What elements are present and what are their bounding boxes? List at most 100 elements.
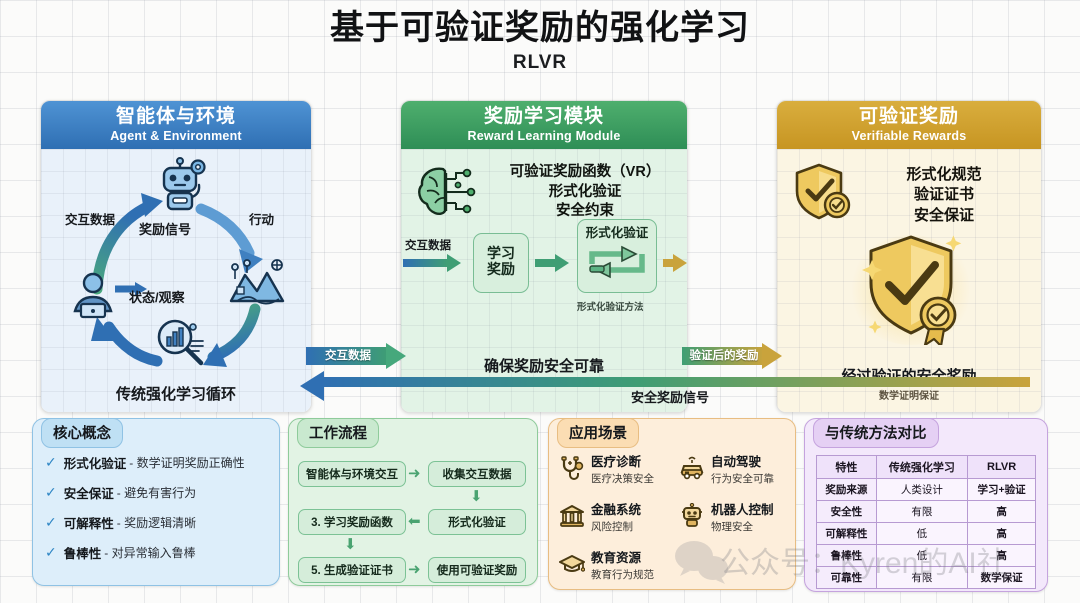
- application-item: 机器人控制 物理安全: [679, 503, 774, 534]
- panel-agent-environment-body: 交互数据 行动 奖励信号 状态/观察 传统强化学习循环: [41, 149, 311, 412]
- workflow-grid: 智能体与环境交互 ➜ 收集交互数据 ⬇ 形式化验证 ⬅ 3. 学习奖励函数 ⬇ …: [298, 453, 530, 583]
- panel-agent-environment-header: 智能体与环境 Agent & Environment: [41, 101, 311, 149]
- headline-line-2: 验证证书: [913, 186, 974, 204]
- panel-verifiable-subcaption: 数学证明保证: [879, 391, 939, 402]
- table-header-row: 特性 传统强化学习 RLVR: [816, 455, 1036, 479]
- application-name: 机器人控制: [711, 503, 774, 517]
- verified-shield-icon: [862, 235, 962, 345]
- table-cell-traditional: 低: [875, 544, 969, 567]
- panel-title-en: Reward Learning Module: [467, 128, 621, 143]
- workflow-arrow-5: ➜: [408, 561, 421, 578]
- workflow-arrow-3: ⬅: [408, 513, 421, 530]
- application-sub: 风险控制: [591, 521, 633, 534]
- application-name: 教育资源: [591, 551, 642, 565]
- connector-label: 验证后的奖励: [689, 350, 759, 362]
- comparison-table: 特性 传统强化学习 RLVR 奖励来源 人类设计 学习+验证 安全性 有限 高 …: [816, 455, 1036, 589]
- application-item: 教育资源 教育行为规范: [559, 551, 654, 582]
- application-item: 自动驾驶 行为安全可靠: [679, 455, 774, 486]
- table-row: 可解释性 低 高: [816, 522, 1036, 545]
- headline-line-1: 形式化规范: [906, 166, 982, 183]
- table-cell-feature: 可解释性: [816, 522, 877, 545]
- table-row: 安全性 有限 高: [816, 500, 1036, 523]
- label-reward-signal: 奖励信号: [139, 222, 192, 237]
- reward-headline: 可验证奖励函数（VR） 形式化验证 安全约束: [487, 163, 683, 222]
- table-cell-traditional: 低: [875, 522, 969, 545]
- table-cell-rlvr: 学习+验证: [967, 478, 1036, 501]
- verifiable-headline: 形式化规范 验证证书 安全保证: [861, 165, 1027, 226]
- connector-shaft: [306, 347, 388, 365]
- flow-arrow-out: [673, 254, 687, 272]
- verification-loop-icon: [589, 246, 645, 279]
- connector-arrowhead: [300, 371, 324, 401]
- application-sub: 医疗决策安全: [591, 473, 654, 486]
- card-core-concepts-title: 核心概念: [41, 418, 123, 448]
- check-icon: ✓: [45, 514, 57, 530]
- label-action: 行动: [249, 213, 275, 227]
- flow-box-learn-reward[interactable]: 学习 奖励: [473, 233, 529, 293]
- connector-safe-reward-signal: 安全奖励信号: [300, 371, 1030, 405]
- flow-box-formal-verification[interactable]: 形式化验证: [577, 219, 657, 293]
- workflow-step-6[interactable]: 使用可验证奖励: [428, 557, 526, 583]
- connector-label: 安全奖励信号: [630, 390, 709, 405]
- robot-icon: [162, 157, 206, 211]
- workflow-arrow-4: ⬇: [344, 536, 357, 553]
- check-icon: ✓: [45, 484, 57, 500]
- workflow-arrow-1: ➜: [408, 465, 421, 482]
- concept-key: 鲁棒性: [63, 547, 102, 561]
- workflow-step-2[interactable]: 收集交互数据: [428, 461, 526, 487]
- check-icon: ✓: [45, 544, 57, 560]
- flow-arrow-in: [447, 254, 461, 272]
- flow-shaft-out: [663, 259, 675, 267]
- panel-reward-learning-header: 奖励学习模块 Reward Learning Module: [401, 101, 687, 149]
- table-cell-feature: 可靠性: [816, 566, 877, 589]
- flow-box-formal-verification-caption: 形式化验证方法: [577, 302, 644, 313]
- table-header-cell: 特性: [816, 455, 877, 479]
- application-item: 金融系统 风险控制: [559, 503, 641, 534]
- bottom-cards: 核心概念 ✓ 形式化验证 - 数学证明奖励正确性 ✓ 安全保证 - 避免有害行为…: [0, 418, 1080, 603]
- headline-line-1: 可验证奖励函数（VR）: [509, 164, 661, 180]
- flow-box-formal-verification-label: 形式化验证: [585, 226, 649, 240]
- flow-shaft-mid: [535, 259, 555, 267]
- concept-key: 安全保证: [63, 487, 114, 501]
- concept-desc: - 对异常输入鲁棒: [104, 546, 196, 560]
- panel-title-cn: 奖励学习模块: [483, 106, 604, 128]
- workflow-step-1[interactable]: 智能体与环境交互: [298, 461, 406, 487]
- application-sub: 教育行为规范: [591, 569, 654, 582]
- page-subtitle: RLVR: [512, 52, 568, 74]
- panel-agent-environment: 智能体与环境 Agent & Environment: [40, 100, 312, 413]
- panel-reward-learning: 奖励学习模块 Reward Learning Module 可验证奖励函数（VR…: [400, 100, 688, 413]
- panel-title-cn: 可验证奖励: [858, 106, 959, 128]
- workflow-step-5[interactable]: 5. 生成验证证书: [298, 557, 406, 583]
- table-cell-feature: 鲁棒性: [816, 544, 877, 567]
- table-header-cell: 传统强化学习: [875, 455, 969, 479]
- panel-agent-caption: 传统强化学习循环: [115, 386, 236, 403]
- panel-verifiable-rewards: 可验证奖励 Verifiable Rewards 形式化规范 验证证书 安全保证: [776, 100, 1042, 413]
- connector-label: 交互数据: [325, 350, 371, 362]
- connector-arrowhead: [386, 343, 406, 369]
- card-comparison-title: 与传统方法对比: [813, 418, 939, 448]
- workflow-step-3[interactable]: 3. 学习奖励函数: [298, 509, 406, 535]
- headline-line-3: 安全保证: [913, 206, 974, 224]
- connector-shaft: [320, 377, 1030, 387]
- concept-desc: - 数学证明奖励正确性: [129, 456, 245, 470]
- page-header: 基于可验证奖励的强化学习 RLVR: [0, 0, 1080, 74]
- table-cell-rlvr: 高: [967, 544, 1036, 567]
- bank-icon: [560, 505, 584, 527]
- table-header-cell: RLVR: [967, 455, 1036, 479]
- flow-shaft-in: [403, 259, 447, 267]
- flow-box-learn-reward-line1: 学习: [487, 245, 515, 261]
- person-icon: [73, 272, 113, 319]
- workflow-step-4[interactable]: 形式化验证: [428, 509, 526, 535]
- table-cell-rlvr: 数学保证: [967, 566, 1036, 589]
- rl-cycle-diagram: [91, 193, 263, 367]
- connector-verified-reward: 验证后的奖励: [682, 343, 782, 369]
- shield-check-icon: [795, 163, 851, 220]
- concept-key: 形式化验证: [63, 457, 127, 471]
- headline-line-2: 形式化验证: [548, 183, 622, 200]
- concept-desc: - 奖励逻辑清晰: [116, 516, 197, 530]
- card-core-concepts: 核心概念 ✓ 形式化验证 - 数学证明奖励正确性 ✓ 安全保证 - 避免有害行为…: [32, 418, 280, 586]
- panel-verifiable-rewards-header: 可验证奖励 Verifiable Rewards: [777, 101, 1041, 149]
- car-icon: [680, 456, 704, 480]
- concept-item: ✓ 鲁棒性 - 对异常输入鲁棒: [45, 543, 271, 562]
- panel-reward-caption: 确保奖励安全可靠: [483, 358, 604, 375]
